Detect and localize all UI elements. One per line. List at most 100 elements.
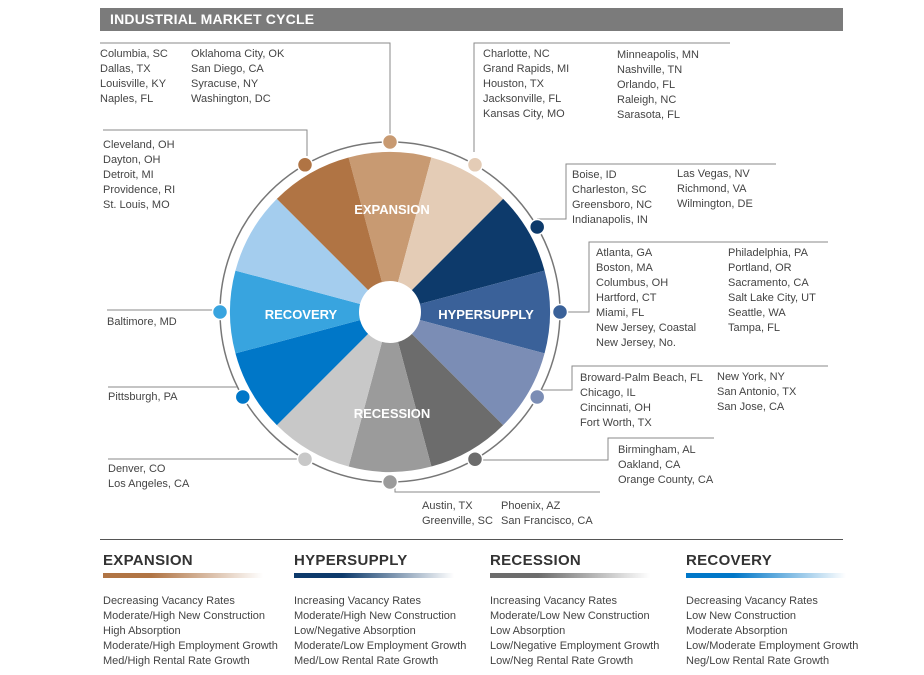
page-title: INDUSTRIAL MARKET CYCLE: [110, 11, 315, 27]
leader-line: [537, 163, 776, 220]
wheel-label-recovery: RECOVERY: [265, 307, 338, 322]
city-label: Denver, CO: [108, 463, 166, 475]
city-label: Cleveland, OH: [103, 139, 175, 151]
leader-lines: [100, 42, 828, 493]
dot-recovery-low: [234, 388, 252, 406]
section-divider: [100, 539, 843, 540]
wedge-recession-mid: [348, 312, 432, 473]
wedge-recession-light: [276, 312, 390, 467]
city-label: New York, NY: [717, 371, 785, 383]
phase-characteristic: Moderate/Low Employment Growth: [294, 640, 467, 652]
city-label: Seattle, WA: [728, 307, 786, 319]
city-label: Boston, MA: [596, 262, 653, 274]
phase-characteristic: Increasing Vacancy Rates: [294, 595, 421, 607]
city-label: Dayton, OH: [103, 154, 161, 166]
city-list-hypersupply-mid-b: Philadelphia, PA Portland, OR Sacramento, …: [728, 246, 816, 336]
city-label: Los Angeles, CA: [108, 478, 190, 490]
city-label: Hartford, CT: [596, 292, 657, 304]
wedge-expansion-mid: [348, 151, 432, 312]
city-list-recovery-mid: Baltimore, MD: [107, 315, 177, 330]
phase-characteristic: Moderate/High New Construction: [294, 610, 457, 622]
leader-line: [476, 437, 714, 461]
city-label: Sacramento, CA: [728, 277, 809, 289]
phase-characteristic: Med/High Rental Rate Growth: [103, 655, 250, 667]
wheel-wedges: [229, 151, 551, 473]
city-label: Houston, TX: [483, 78, 544, 90]
dot-recession-bottom: [381, 473, 399, 491]
leader-line: [103, 129, 308, 156]
city-label: San Antonio, TX: [717, 386, 797, 398]
city-label: Salt Lake City, UT: [728, 292, 816, 304]
city-label: Charleston, SC: [572, 184, 647, 196]
dot-recovery-mid: [211, 303, 229, 321]
city-label: Birmingham, AL: [618, 444, 696, 456]
city-label: Greenville, SC: [422, 515, 493, 527]
city-label: Broward-Palm Beach, FL: [580, 372, 703, 384]
city-label: Chicago, IL: [580, 387, 636, 399]
phase-characteristic: Low/Moderate Employment Growth: [686, 640, 859, 652]
city-label: Pittsburgh, PA: [108, 391, 178, 403]
city-label: New Jersey, No.: [596, 337, 676, 349]
city-label: Cincinnati, OH: [580, 402, 651, 414]
phase-gradient-recovery: [686, 573, 846, 578]
city-label: San Diego, CA: [191, 63, 264, 75]
city-label: New Jersey, Coastal: [596, 322, 697, 334]
phase-characteristic: Moderate Absorption: [686, 625, 788, 637]
city-label: Portland, OR: [728, 262, 792, 274]
city-label: Las Vegas, NV: [677, 168, 750, 180]
city-label: Philadelphia, PA: [728, 247, 808, 259]
city-list-recovery-low: Pittsburgh, PA: [108, 390, 178, 405]
wheel-center-hole: [359, 281, 421, 343]
wedge-expansion-light: [390, 157, 504, 312]
market-cycle-wheel: EXPANSION HYPERSUPPLY RECESSION RECOVERY: [100, 42, 828, 493]
city-label: Kansas City, MO: [483, 108, 565, 120]
city-label: Columbia, SC: [100, 48, 168, 60]
dot-expansion-top: [381, 133, 399, 151]
city-label: Orange County, CA: [618, 474, 714, 486]
phase-characteristic: Low/Neg Rental Rate Growth: [490, 655, 634, 667]
city-label: Orlando, FL: [617, 79, 676, 91]
wedge-hypersupply-light: [390, 312, 545, 426]
city-list-hypersupply-low-b: New York, NY San Antonio, TX San Jose, CA: [717, 370, 796, 415]
wedge-recovery-mid: [229, 270, 390, 354]
city-label: Detroit, MI: [103, 169, 154, 181]
leader-line: [100, 42, 391, 135]
phase-characteristic: Moderate/High Employment Growth: [103, 640, 278, 652]
city-label: Jacksonville, FL: [483, 93, 562, 105]
wedge-hypersupply-dark: [390, 198, 545, 312]
leader-line: [473, 42, 730, 152]
city-label: Naples, FL: [100, 93, 154, 105]
city-list-hypersupply-low-a: Broward-Palm Beach, FL Chicago, IL Cincinn…: [580, 371, 703, 431]
city-label: Phoenix, AZ: [501, 500, 561, 512]
city-label: Austin, TX: [422, 500, 473, 512]
wheel-label-recession: RECESSION: [354, 406, 431, 421]
phase-characteristic: Decreasing Vacancy Rates: [686, 595, 818, 607]
wheel-label-expansion: EXPANSION: [354, 202, 430, 217]
wedge-recovery-dark: [235, 312, 390, 426]
phase-title-recession: RECESSION: [490, 552, 582, 569]
phase-characteristic: Low Absorption: [490, 625, 566, 637]
city-label: Charlotte, NC: [483, 48, 550, 60]
city-label: Dallas, TX: [100, 63, 151, 75]
wedge-hypersupply-mid: [390, 270, 551, 354]
city-label: Sarasota, FL: [617, 109, 680, 121]
phase-characteristic: Low/Negative Employment Growth: [490, 640, 660, 652]
city-label: Greensboro, NC: [572, 199, 653, 211]
phase-title-hypersupply: HYPERSUPPLY: [294, 552, 408, 569]
city-list-recession-left: Denver, CO Los Angeles, CA: [108, 462, 189, 492]
city-label: Grand Rapids, MI: [483, 63, 570, 75]
phase-characteristic: High Absorption: [103, 625, 181, 637]
city-label: Columbus, OH: [596, 277, 669, 289]
city-label: San Jose, CA: [717, 401, 785, 413]
city-label: Baltimore, MD: [107, 316, 177, 328]
